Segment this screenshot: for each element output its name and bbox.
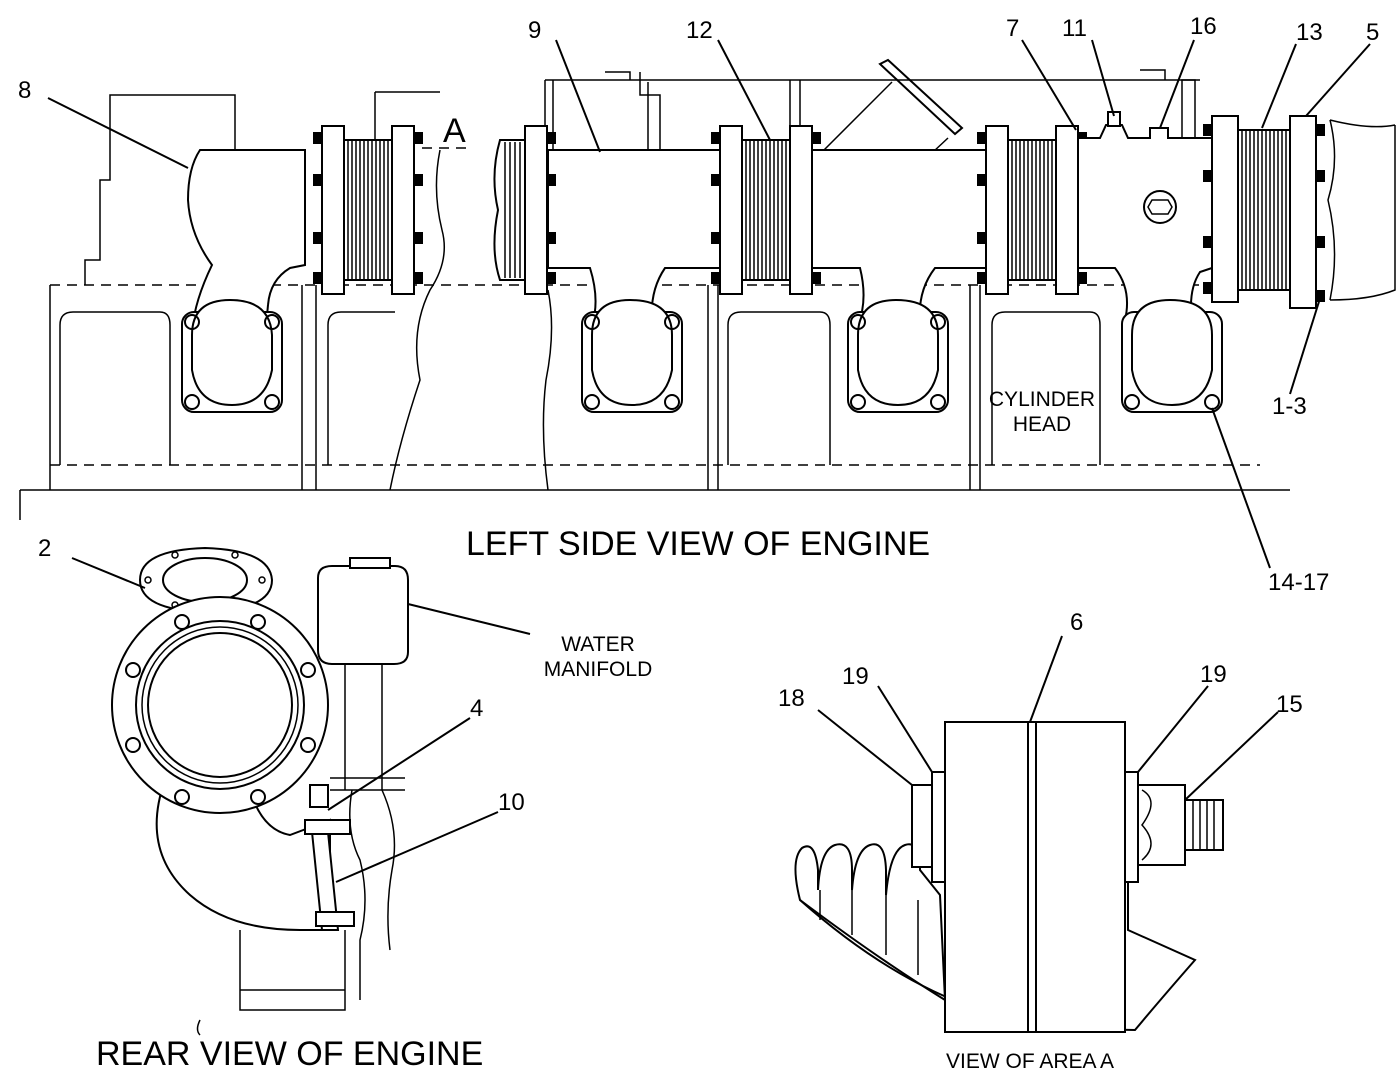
callout-13: 13: [1296, 19, 1323, 46]
callout-2: 2: [38, 535, 51, 562]
water-manifold-label-line2: MANIFOLD: [544, 658, 653, 681]
callout-16: 16: [1190, 13, 1217, 40]
bellows-joint-1: [313, 125, 423, 295]
callout-6: 6: [1070, 609, 1083, 636]
detail-marker-a: A: [443, 112, 466, 150]
callout-4: 4: [470, 695, 483, 722]
left-side-view-caption: LEFT SIDE VIEW OF ENGINE: [466, 525, 930, 563]
bellows-joint-4: [1203, 115, 1396, 309]
bellows-joint-2: [711, 125, 821, 295]
callout-18: 18: [778, 685, 805, 712]
area-a-view-caption: VIEW OF AREA A: [946, 1050, 1114, 1073]
callout-9: 9: [528, 17, 541, 44]
cylinder-head-label-line1: CYLINDER: [989, 388, 1095, 411]
callout-labels: 8 9 12 7 11 16 13 5 1-3 14-17 2 4 10 6 1…: [18, 13, 1379, 816]
cylinder-head-label-line2: HEAD: [1013, 413, 1071, 436]
callout-10: 10: [498, 789, 525, 816]
callout-12: 12: [686, 17, 713, 44]
left-side-view: A: [19, 58, 1396, 520]
part-labels: CYLINDER HEAD WATER MANIFOLD: [544, 388, 1095, 681]
callout-11: 11: [1062, 15, 1087, 42]
water-manifold-label-line1: WATER: [561, 633, 635, 656]
callout-19-left: 19: [842, 663, 869, 690]
area-a-view: [794, 721, 1224, 1033]
leader-lines: [47, 39, 1371, 883]
rear-view-caption: REAR VIEW OF ENGINE: [96, 1035, 483, 1073]
view-captions: LEFT SIDE VIEW OF ENGINE REAR VIEW OF EN…: [96, 525, 1114, 1073]
callout-14-17: 14-17: [1268, 569, 1329, 596]
rear-view: [111, 546, 409, 1036]
callout-15: 15: [1276, 691, 1303, 718]
callout-5: 5: [1366, 19, 1379, 46]
callout-1-3: 1-3: [1272, 393, 1307, 420]
bellows-joint-3: [977, 125, 1087, 295]
callout-7: 7: [1006, 15, 1019, 42]
callout-8: 8: [18, 77, 31, 104]
callout-19-right: 19: [1200, 661, 1227, 688]
